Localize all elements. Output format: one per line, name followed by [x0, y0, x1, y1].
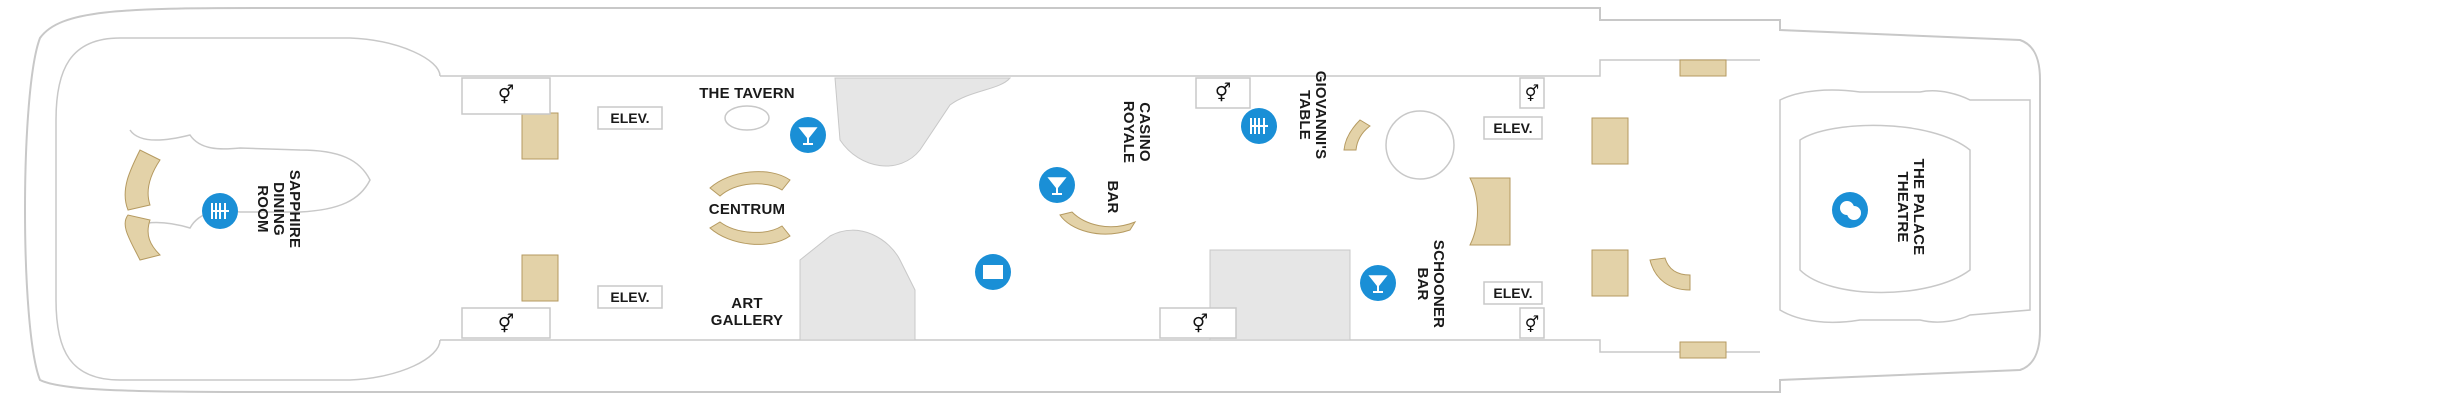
restroom-icon: ⚥: [1215, 82, 1231, 103]
tavern-label: THE TAVERN: [699, 85, 795, 102]
casino-bar-icon[interactable]: [1039, 167, 1075, 203]
restroom-fwd-top[interactable]: ⚥: [461, 77, 551, 115]
svg-text:ROYALE: ROYALE: [1120, 101, 1137, 163]
dining-staircase-bottom: [124, 214, 161, 261]
restroom-icon: ⚥: [1192, 313, 1208, 334]
restroom-icon: ⚥: [498, 84, 514, 105]
dining-room-wall: [55, 37, 441, 381]
svg-text:ART: ART: [731, 295, 762, 312]
casino-royale-label: CASINO ROYALE: [1120, 101, 1153, 163]
svg-text:DINING: DINING: [270, 182, 287, 236]
theatre-outline: [1779, 89, 2031, 324]
svg-text:BAR: BAR: [1104, 180, 1121, 213]
stairs-stern-top: [1679, 59, 1727, 77]
bar-label: BAR: [1104, 180, 1121, 213]
elevator-2-label: ELEV.: [610, 289, 649, 305]
svg-text:ROOM: ROOM: [254, 185, 271, 232]
ship-hull: [24, 7, 2041, 393]
elevator-3-label: ELEV.: [1493, 120, 1532, 136]
elevator-1-label: ELEV.: [610, 110, 649, 126]
stairs-aft-2: [1591, 249, 1629, 297]
elevator-1[interactable]: ELEV.: [597, 106, 663, 130]
giovanni-dining-icon[interactable]: [1241, 108, 1277, 144]
restroom-fwd-bottom[interactable]: ⚥: [461, 307, 551, 339]
centrum-balcony-top: [709, 171, 791, 197]
restroom-aft-top[interactable]: ⚥: [1519, 77, 1545, 109]
centrum-balcony-bottom: [709, 221, 791, 245]
svg-text:BAR: BAR: [1414, 267, 1431, 300]
stairs-aft-1: [1591, 117, 1629, 165]
elevator-4-label: ELEV.: [1493, 285, 1532, 301]
giovanni-stairs: [1343, 119, 1371, 151]
stairs-fwd-2: [521, 254, 559, 302]
dining-staircase-top: [124, 149, 161, 211]
svg-text:SAPPHIRE: SAPPHIRE: [286, 170, 303, 248]
back-of-house-2: [799, 229, 916, 341]
tavern-bar-icon[interactable]: [790, 117, 826, 153]
svg-text:SCHOONER: SCHOONER: [1430, 240, 1447, 328]
svg-text:CASINO: CASINO: [1136, 102, 1153, 162]
sapphire-dining-icon[interactable]: [202, 193, 238, 229]
stairs-fwd-1: [521, 112, 559, 160]
tavern-bar-oval: [724, 105, 770, 131]
restroom-icon: ⚥: [498, 313, 514, 334]
palace-theatre-label: THE PALACE THEATRE: [1894, 159, 1927, 256]
restroom-mid-bottom[interactable]: ⚥: [1159, 307, 1237, 339]
giovannis-table-label: GIOVANNI'S TABLE: [1296, 71, 1329, 160]
palace-theatre-icon[interactable]: [1832, 192, 1868, 228]
art-gallery-icon[interactable]: [975, 254, 1011, 290]
stairs-stern-bottom: [1679, 341, 1727, 359]
svg-text:THE PALACE: THE PALACE: [1910, 159, 1927, 256]
svg-text:GALLERY: GALLERY: [711, 312, 784, 329]
svg-text:GIOVANNI'S: GIOVANNI'S: [1312, 71, 1329, 160]
theatre-inner: [1799, 124, 1971, 294]
restroom-mid-top[interactable]: ⚥: [1195, 77, 1251, 109]
sapphire-dining-room-label: SAPPHIRE DINING ROOM: [254, 170, 303, 248]
restroom-aft-bottom[interactable]: ⚥: [1519, 307, 1545, 339]
back-of-house-1: [834, 77, 1012, 167]
centrum-label: CENTRUM: [709, 201, 785, 218]
giovanni-dome: [1385, 110, 1455, 180]
aft-spiral-stair: [1649, 257, 1691, 291]
svg-text:THEATRE: THEATRE: [1894, 171, 1911, 242]
bar-counter: [1059, 211, 1137, 235]
svg-text:TABLE: TABLE: [1296, 90, 1313, 140]
art-gallery-label: ART GALLERY: [711, 295, 784, 329]
elevator-4[interactable]: ELEV.: [1483, 281, 1543, 305]
dining-floor: [129, 129, 371, 233]
restroom-icon: ⚥: [1525, 84, 1539, 103]
schooner-bar-label: SCHOONER BAR: [1414, 240, 1447, 328]
restroom-icon: ⚥: [1525, 315, 1539, 334]
elevator-3[interactable]: ELEV.: [1483, 116, 1543, 140]
elevator-2[interactable]: ELEV.: [597, 285, 663, 309]
schooner-bar-icon[interactable]: [1360, 265, 1396, 301]
schooner-seating: [1469, 177, 1511, 246]
